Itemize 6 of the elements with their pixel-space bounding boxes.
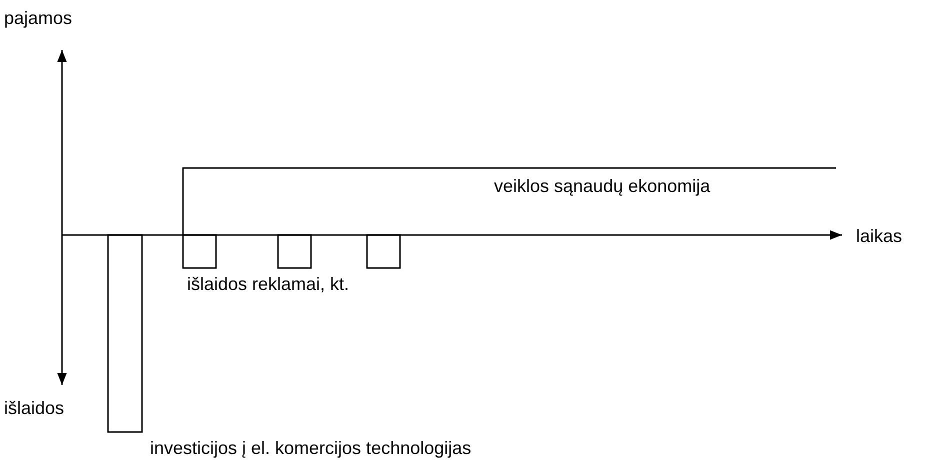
series-label: veiklos sąnaudų ekonomija — [494, 176, 710, 196]
axis-label: išlaidos — [4, 398, 64, 418]
series-label: investicijos į el. komercijos technologijas — [150, 438, 472, 458]
series-label: išlaidos reklamai, kt. — [187, 274, 350, 294]
axis-label: pajamos — [4, 8, 72, 28]
axis-label: laikas — [856, 226, 902, 246]
